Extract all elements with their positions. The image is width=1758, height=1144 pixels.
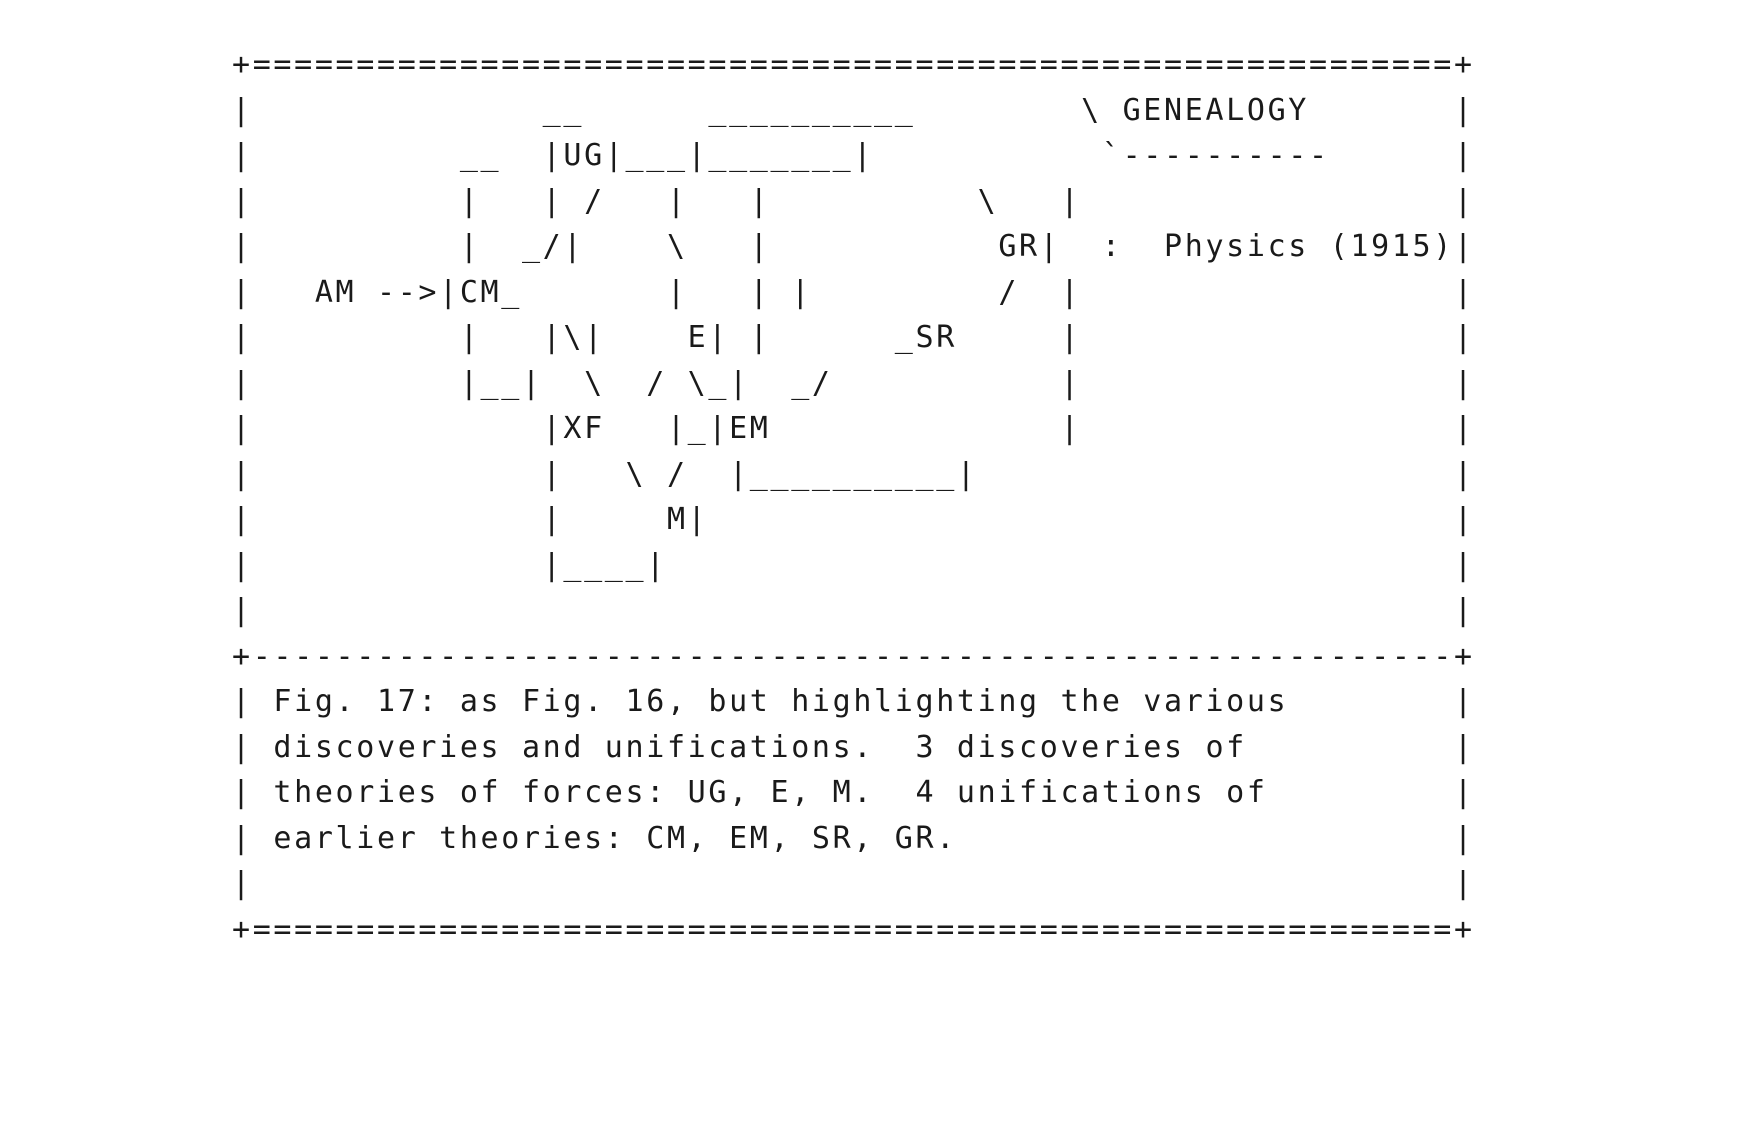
ascii-art-canvas: +=======================================…	[232, 47, 1475, 947]
ascii-figure: +=======================================…	[232, 42, 1475, 952]
